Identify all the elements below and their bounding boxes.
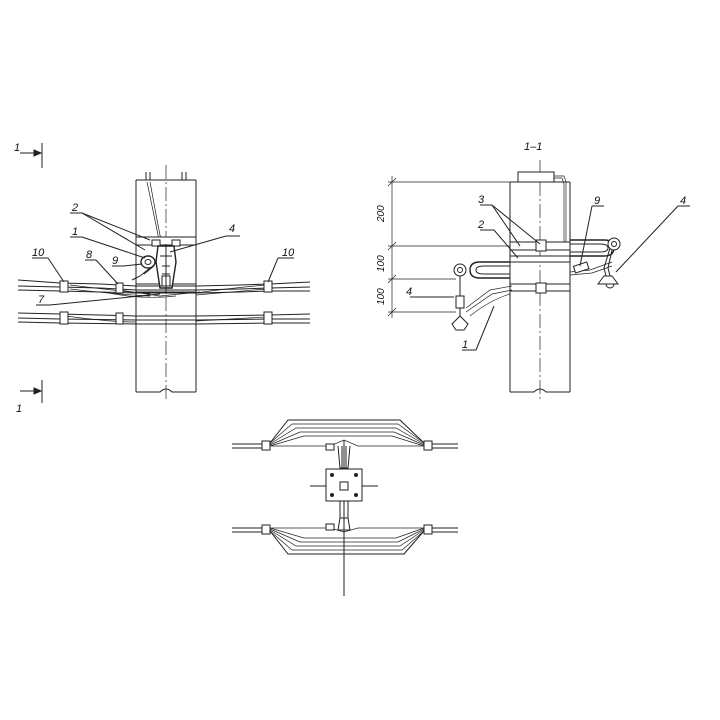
callout-1-section: 1 xyxy=(462,339,468,351)
callout-9-section: 9 xyxy=(594,195,600,207)
section-marker-top: 1 xyxy=(14,142,43,168)
section-mark-label-top: 1 xyxy=(14,142,20,154)
front-view: 1 1 xyxy=(14,142,311,415)
lower-wire-bundle xyxy=(17,311,311,325)
plan-center-plate xyxy=(310,440,378,596)
section-leaders xyxy=(410,204,690,351)
right-bracket xyxy=(569,237,621,289)
plan-view xyxy=(232,419,458,596)
plan-upper-cables xyxy=(232,419,458,451)
callout-10-left: 10 xyxy=(32,247,45,259)
callout-2-section: 2 xyxy=(477,219,484,231)
bands-section xyxy=(509,239,571,294)
section-view-title: 1–1 xyxy=(524,141,542,153)
callout-1-front: 1 xyxy=(72,226,78,238)
section-mark-label-bottom: 1 xyxy=(16,403,22,415)
callout-8-front: 8 xyxy=(86,249,93,261)
callout-7-front: 7 xyxy=(38,294,45,306)
callout-9-front: 9 xyxy=(112,255,118,267)
clamp-assembly-front xyxy=(131,236,197,293)
dimension-chain: 200 100 100 xyxy=(376,176,518,318)
plan-lower-cables xyxy=(232,523,458,555)
callout-4-section-right: 4 xyxy=(680,195,686,207)
section-view: 1–1 200 100 100 xyxy=(376,141,690,402)
pole-section xyxy=(509,160,571,402)
callout-4-front: 4 xyxy=(229,223,235,235)
callout-2-front: 2 xyxy=(71,202,78,214)
front-leaders xyxy=(32,212,294,306)
section-marker-bottom: 1 xyxy=(16,380,43,415)
dimension-100-lower: 100 xyxy=(376,288,387,305)
callout-4-section-left: 4 xyxy=(406,286,412,298)
callout-10-right: 10 xyxy=(282,247,295,259)
callout-3-section: 3 xyxy=(478,194,485,206)
left-bracket xyxy=(451,261,513,331)
dimension-200: 200 xyxy=(376,205,387,223)
dimension-100-upper: 100 xyxy=(376,255,387,272)
